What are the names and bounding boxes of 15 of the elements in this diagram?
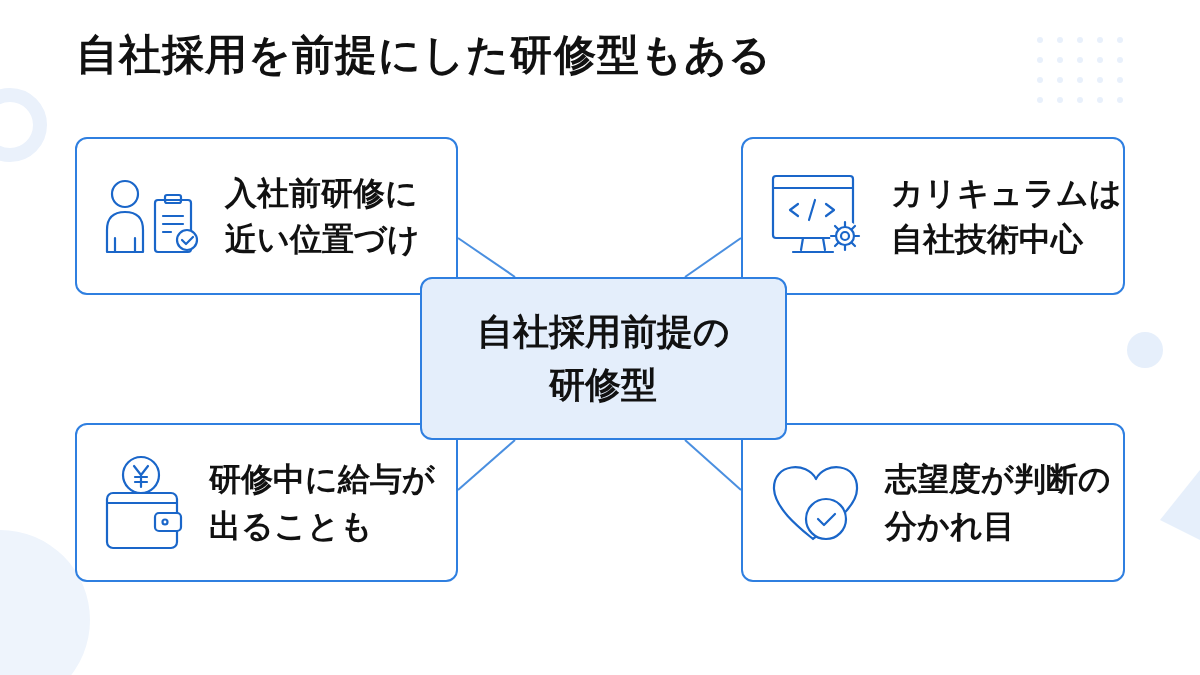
feature-card xyxy=(741,423,1125,582)
connector-line xyxy=(684,237,742,278)
topic-text: 自社採用前提の研修型 xyxy=(476,310,731,407)
connector-line xyxy=(684,439,742,491)
card-text: カリキュラムは自社技術中心 xyxy=(891,173,1123,259)
connector-line xyxy=(457,439,516,491)
card-text: 志望度が判断の分かれ目 xyxy=(885,460,1112,546)
connector-line xyxy=(457,237,516,278)
feature-card xyxy=(741,137,1125,295)
feature-card xyxy=(75,423,458,582)
central-topic-box xyxy=(420,277,787,440)
card-text: 入社前研修に近い位置づけ xyxy=(225,173,421,259)
card-text: 研修中に給与が出ることも xyxy=(209,460,436,546)
feature-card xyxy=(75,137,458,295)
slide-title: 自社採用を前提にした研修型もある xyxy=(76,34,772,76)
